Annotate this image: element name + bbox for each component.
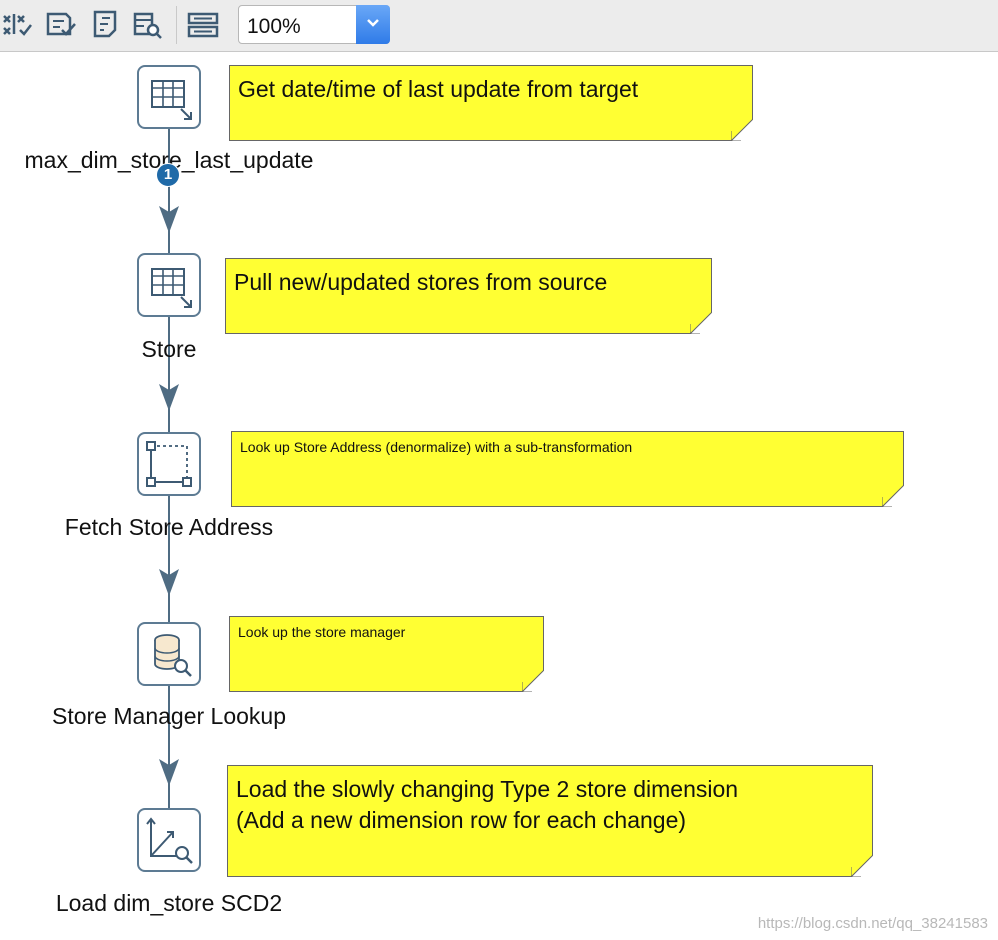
note-text: Pull new/updated stores from source xyxy=(234,269,608,295)
hop-arrow-3 xyxy=(159,569,179,596)
step-store[interactable] xyxy=(137,253,201,317)
step-label: Store xyxy=(141,336,197,362)
mapping-subtransformation-icon xyxy=(146,441,192,487)
hop-arrow-2 xyxy=(159,384,179,411)
transformation-canvas[interactable]: max_dim_store_last_update 1 Store Fetch … xyxy=(0,53,998,940)
align-distribute-icon[interactable] xyxy=(0,6,34,42)
step-max-dim-store-last-update[interactable] xyxy=(137,65,201,129)
step-store-manager-lookup[interactable] xyxy=(137,622,201,686)
zoom-value: 100% xyxy=(247,15,301,38)
database-lookup-icon xyxy=(154,634,192,677)
run-script-icon[interactable] xyxy=(88,6,122,42)
step-label: Store Manager Lookup xyxy=(52,703,286,729)
hop-arrow-1 xyxy=(159,206,179,233)
verify-icon[interactable] xyxy=(44,6,78,42)
note-text: Look up Store Address (denormalize) with… xyxy=(240,439,633,455)
layout-icon[interactable] xyxy=(186,6,220,42)
toolbar-separator xyxy=(176,6,177,44)
toolbar: 100% xyxy=(0,0,998,52)
hop-info-badge[interactable]: 1 xyxy=(156,163,180,187)
note-lookup-store-manager[interactable]: Look up the store manager xyxy=(229,616,544,692)
step-label: max_dim_store_last_update xyxy=(24,147,314,173)
note-text: Load the slowly changing Type 2 store di… xyxy=(236,776,739,834)
hop-arrow-4 xyxy=(159,759,179,786)
watermark: https://blog.csdn.net/qq_38241583 xyxy=(757,915,988,932)
step-label: Fetch Store Address xyxy=(64,514,274,540)
note-text: Get date/time of last update from target xyxy=(238,76,639,102)
database-explore-icon[interactable] xyxy=(130,6,164,42)
note-get-last-update[interactable]: Get date/time of last update from target xyxy=(229,65,753,141)
note-lookup-store-address[interactable]: Look up Store Address (denormalize) with… xyxy=(231,431,904,507)
dimension-lookup-update-icon xyxy=(146,817,193,864)
table-input-icon xyxy=(151,80,192,120)
note-load-scd2[interactable]: Load the slowly changing Type 2 store di… xyxy=(227,765,873,877)
step-fetch-store-address[interactable] xyxy=(137,432,201,496)
chevron-down-icon[interactable] xyxy=(356,5,390,44)
note-text: Look up the store manager xyxy=(238,624,406,640)
step-label: Load dim_store SCD2 xyxy=(55,890,283,916)
note-pull-new-stores[interactable]: Pull new/updated stores from source xyxy=(225,258,712,334)
zoom-select[interactable]: 100% xyxy=(238,5,390,44)
step-load-dim-store-scd2[interactable] xyxy=(137,808,201,872)
table-input-icon xyxy=(151,268,192,308)
